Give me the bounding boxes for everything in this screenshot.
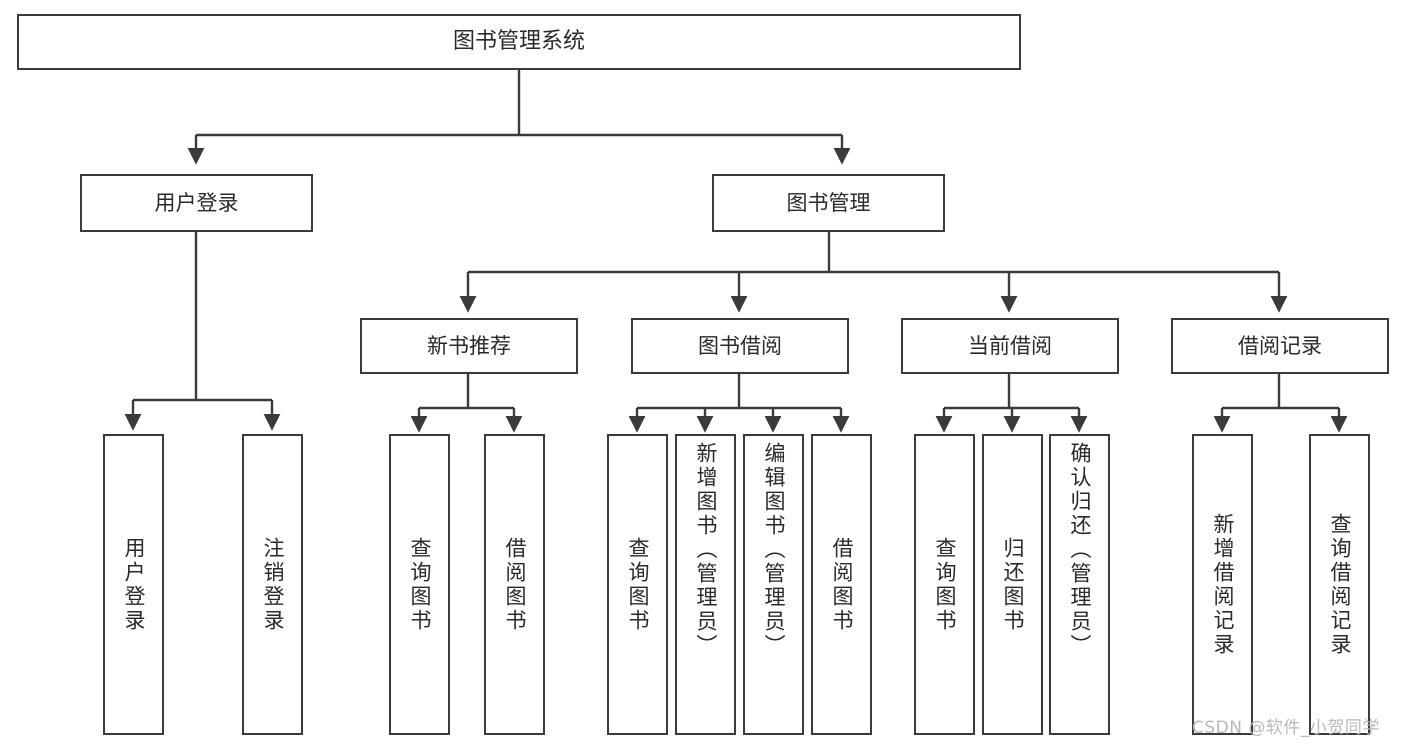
leaf-borrow-book-borrow[interactable]: 借阅图书: [811, 434, 872, 735]
node-label: 查询借阅记录: [1328, 512, 1352, 657]
node-new-book-recommend[interactable]: 新书推荐: [360, 318, 578, 374]
node-label: 图书管理: [786, 190, 871, 215]
node-label: 确认归还（管理员）: [1068, 442, 1092, 658]
node-borrow-record[interactable]: 借阅记录: [1171, 318, 1389, 374]
node-root-system[interactable]: 图书管理系统: [17, 14, 1021, 70]
leaf-query-book-borrow[interactable]: 查询图书: [607, 434, 668, 735]
node-label: 新增借阅记录: [1211, 512, 1235, 657]
node-label: 编辑图书（管理员）: [762, 442, 786, 658]
node-label: 借阅记录: [1238, 333, 1322, 358]
leaf-user-login[interactable]: 用户登录: [103, 434, 164, 735]
leaf-edit-book-admin[interactable]: 编辑图书（管理员）: [743, 434, 804, 735]
node-label: 归还图书: [1001, 536, 1025, 633]
node-label: 新书推荐: [427, 333, 511, 358]
node-label: 借阅图书: [830, 536, 854, 633]
leaf-borrow-book-recommend[interactable]: 借阅图书: [484, 434, 545, 735]
node-label: 当前借阅: [968, 333, 1052, 358]
node-label: 图书借阅: [698, 333, 782, 358]
leaf-query-borrow-record[interactable]: 查询借阅记录: [1309, 434, 1370, 735]
node-label: 查询图书: [626, 536, 650, 633]
node-label: 查询图书: [933, 536, 957, 633]
node-label: 用户登录: [122, 536, 146, 633]
node-label: 注销登录: [261, 536, 285, 633]
leaf-user-logout[interactable]: 注销登录: [242, 434, 303, 735]
csdn-watermark: CSDN @软件_小贺同学: [1192, 718, 1380, 738]
leaf-return-book[interactable]: 归还图书: [982, 434, 1043, 735]
node-label: 图书管理系统: [452, 29, 585, 55]
node-user-login[interactable]: 用户登录: [80, 174, 313, 232]
node-label: 查询图书: [408, 536, 432, 633]
leaf-query-book-current[interactable]: 查询图书: [914, 434, 975, 735]
node-label: 新增图书（管理员）: [694, 442, 718, 658]
leaf-add-book-admin[interactable]: 新增图书（管理员）: [675, 434, 736, 735]
leaf-query-book-recommend[interactable]: 查询图书: [389, 434, 450, 735]
leaf-confirm-return-admin[interactable]: 确认归还（管理员）: [1049, 434, 1110, 735]
node-current-borrow[interactable]: 当前借阅: [901, 318, 1119, 374]
node-book-management[interactable]: 图书管理: [712, 174, 945, 232]
node-label: 借阅图书: [503, 536, 527, 633]
leaf-add-borrow-record[interactable]: 新增借阅记录: [1192, 434, 1253, 735]
node-label: 用户登录: [154, 190, 239, 215]
node-book-borrow[interactable]: 图书借阅: [631, 318, 849, 374]
